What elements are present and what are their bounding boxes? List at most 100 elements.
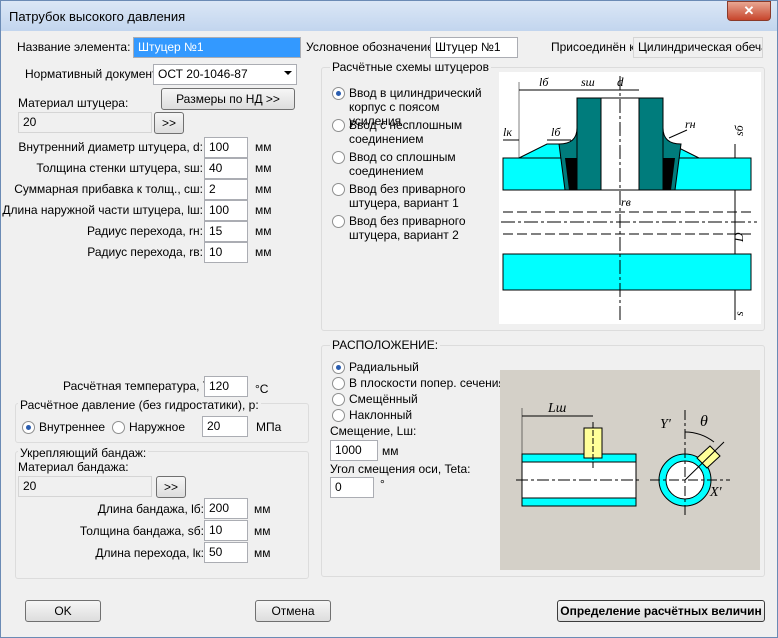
element-name-input[interactable]: Штуцер №1 [133,37,301,58]
location-option-inclined[interactable]: Наклонный [332,408,412,422]
scheme-option-3[interactable]: Ввод со сплошным соединением [332,150,492,178]
material-select-button[interactable]: >> [154,112,184,134]
scheme-option-4[interactable]: Ввод без приварного штуцера, вариант 1 [332,182,492,210]
bandage-param-label: Длина бандажа, lб: [97,502,204,516]
radio-icon [22,421,35,434]
temperature-unit: °C [255,382,269,396]
label-theta: θ [700,413,708,430]
radio-icon [112,421,125,434]
pressure-option-external[interactable]: Наружное [112,420,185,434]
attached-to-label: Присоединён к: [551,40,638,54]
param-unit: мм [255,140,272,154]
label-rn: rн [685,117,696,131]
norm-doc-label: Нормативный документ: [25,67,161,81]
param-label: Длина наружной части штуцера, lш: [2,203,203,217]
param-unit: мм [255,224,272,238]
label-ssh: sш [581,75,595,89]
param-label: Внутренний диаметр штуцера, d: [18,140,203,154]
param-label: Радиус перехода, rн: [86,224,203,238]
pressure-title: Расчётное давление (без гидростатики), р… [18,398,261,412]
temperature-label: Расчётная температура, T: [63,379,213,393]
param-unit: мм [255,245,272,259]
radio-icon [332,151,345,164]
cancel-button[interactable]: Отмена [255,600,331,622]
vessel-wall-bottom [502,253,752,291]
param-label: Толщина стенки штуцера, sш: [36,161,203,175]
radio-icon [332,377,345,390]
location-title: РАСПОЛОЖЕНИЕ: [330,338,441,352]
bandage-title: Укрепляющий бандаж: [18,446,149,460]
param-unit: мм [255,161,272,175]
nozzle-wall-right [638,97,664,191]
param-row: Суммарная прибавка к толщ., сш: 2 мм [9,179,309,201]
bandage-material-button[interactable]: >> [156,476,186,498]
param-label: Радиус перехода, rв: [87,245,203,259]
radio-icon [332,215,345,228]
location-option-cross[interactable]: В плоскости попер. сечения [332,376,505,390]
angle-label: Угол смещения оси, Teta: [330,462,471,476]
scheme-figure: lб sш d lк lб rн sб rв D s [499,72,761,324]
scheme-option-1[interactable]: Ввод в цилиндрический корпус с поясом ус… [332,86,492,128]
bandage-param-unit: мм [254,524,271,538]
label-sb: sб [732,124,746,136]
param-row: Радиус перехода, rв: 10 мм [9,242,309,264]
location-option-radial[interactable]: Радиальный [332,360,419,374]
weld-black-right [663,158,675,190]
label-s: s [732,311,746,316]
transition-length-input[interactable]: 50 [204,542,248,563]
radio-icon [332,119,345,132]
radio-icon [332,409,345,422]
pressure-unit: МПа [256,420,282,434]
designation-input[interactable]: Штуцер №1 [430,37,518,58]
location-option-offset[interactable]: Смещённый [332,392,418,406]
label-lsh: Lш [547,401,567,416]
bandage-material-label: Материал бандажа: [18,460,129,474]
bandage-param-label: Длина перехода, lк: [95,546,204,560]
nd-sizes-button[interactable]: Размеры по НД >> [161,88,295,110]
leader-rn [668,129,688,139]
schemes-title: Расчётные схемы штуцеров [330,60,491,74]
param-input-d[interactable]: 100 [204,137,248,158]
pressure-option-internal[interactable]: Внутреннее [22,420,105,434]
label-lb: lб [539,75,549,89]
label-d: d [617,74,624,89]
scheme-option-2[interactable]: Ввод с несплошным соединением [332,118,492,146]
angle-input[interactable]: 0 [330,477,374,498]
param-input-s[interactable]: 40 [204,158,248,179]
bandage-param-unit: мм [254,546,271,560]
pipe-wall-bottom [521,497,637,507]
location-figure: Lш Y' θ X' [500,370,760,570]
designation-label: Условное обозначение: [306,40,438,54]
temperature-input[interactable]: 120 [204,376,248,397]
bandage-param-unit: мм [254,502,271,516]
norm-doc-select[interactable]: ОСТ 20-1046-87 [153,64,297,85]
calculate-button[interactable]: Определение расчётных величин [557,600,765,622]
nozzle-axis-section [684,441,725,481]
bandage-material-field: 20 [18,476,152,497]
radio-icon [332,361,345,374]
bandage-thickness-input[interactable]: 10 [204,520,248,541]
element-name-label: Название элемента: [17,40,131,54]
ok-button[interactable]: OK [25,600,101,622]
param-unit: мм [255,203,272,217]
label-x: X' [709,485,723,500]
offset-input[interactable]: 1000 [330,440,378,461]
theta-arc [684,431,715,443]
pipe-wall-top [521,453,637,463]
close-button[interactable]: ✕ [727,1,771,21]
bandage-param-label: Толщина бандажа, sб: [79,524,204,538]
pressure-input[interactable]: 20 [202,416,248,437]
radio-icon [332,183,345,196]
dialog-client: Название элемента: Штуцер №1 Условное об… [2,31,769,631]
location-group: РАСПОЛОЖЕНИЕ: Радиальный В плоскости поп… [321,338,765,577]
label-rv: rв [621,195,631,209]
title-bar: Патрубок высокого давления ✕ [1,1,777,31]
param-input-rn[interactable]: 15 [204,221,248,242]
chevron-down-icon [284,71,292,75]
param-input-c[interactable]: 2 [204,179,248,200]
param-input-rv[interactable]: 10 [204,242,248,263]
window-title: Патрубок высокого давления [9,9,186,24]
bandage-length-input[interactable]: 200 [204,498,248,519]
scheme-option-5[interactable]: Ввод без приварного штуцера, вариант 2 [332,214,492,242]
param-input-l[interactable]: 100 [204,200,248,221]
